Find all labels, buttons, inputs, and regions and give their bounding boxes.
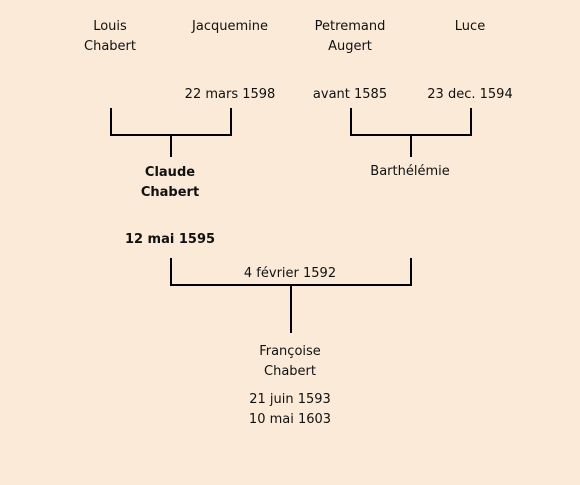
person-jacquemine: Jacquemine (192, 17, 268, 37)
person-first-name: Petremand (314, 19, 386, 34)
person-name: Barthélémie (370, 164, 450, 179)
person-barthelemie: Barthélémie (370, 162, 449, 182)
francoise-death-date: 10 mai 1603 (248, 412, 332, 427)
francoise-dates: 21 juin 1593 10 mai 1603 (249, 390, 331, 430)
person-name: Luce (454, 19, 486, 34)
person-first-name: Claude (144, 165, 196, 180)
person-first-name: Françoise (259, 344, 321, 359)
person-petremand-augert: Petremand Augert (315, 17, 386, 57)
person-first-name: Louis (93, 19, 127, 34)
person-last-name: Chabert (140, 185, 200, 200)
luce-date: 23 dec. 1594 (427, 87, 513, 102)
person-last-name: Augert (328, 39, 372, 54)
person-last-name: Chabert (264, 364, 316, 379)
petremand-date: avant 1585 (312, 87, 388, 102)
person-claude-chabert: Claude Chabert (141, 163, 199, 203)
person-name: Jacquemine (192, 19, 268, 34)
francoise-birth-date: 21 juin 1593 (249, 392, 331, 407)
claude-date: 12 mai 1595 (124, 232, 216, 247)
marriage-date: 4 février 1592 (243, 266, 337, 281)
person-louis-chabert: Louis Chabert (84, 17, 136, 57)
person-francoise-chabert: Françoise Chabert (259, 342, 321, 382)
jacquemine-date: 22 mars 1598 (184, 87, 276, 102)
person-luce: Luce (455, 17, 485, 37)
person-last-name: Chabert (84, 39, 136, 54)
